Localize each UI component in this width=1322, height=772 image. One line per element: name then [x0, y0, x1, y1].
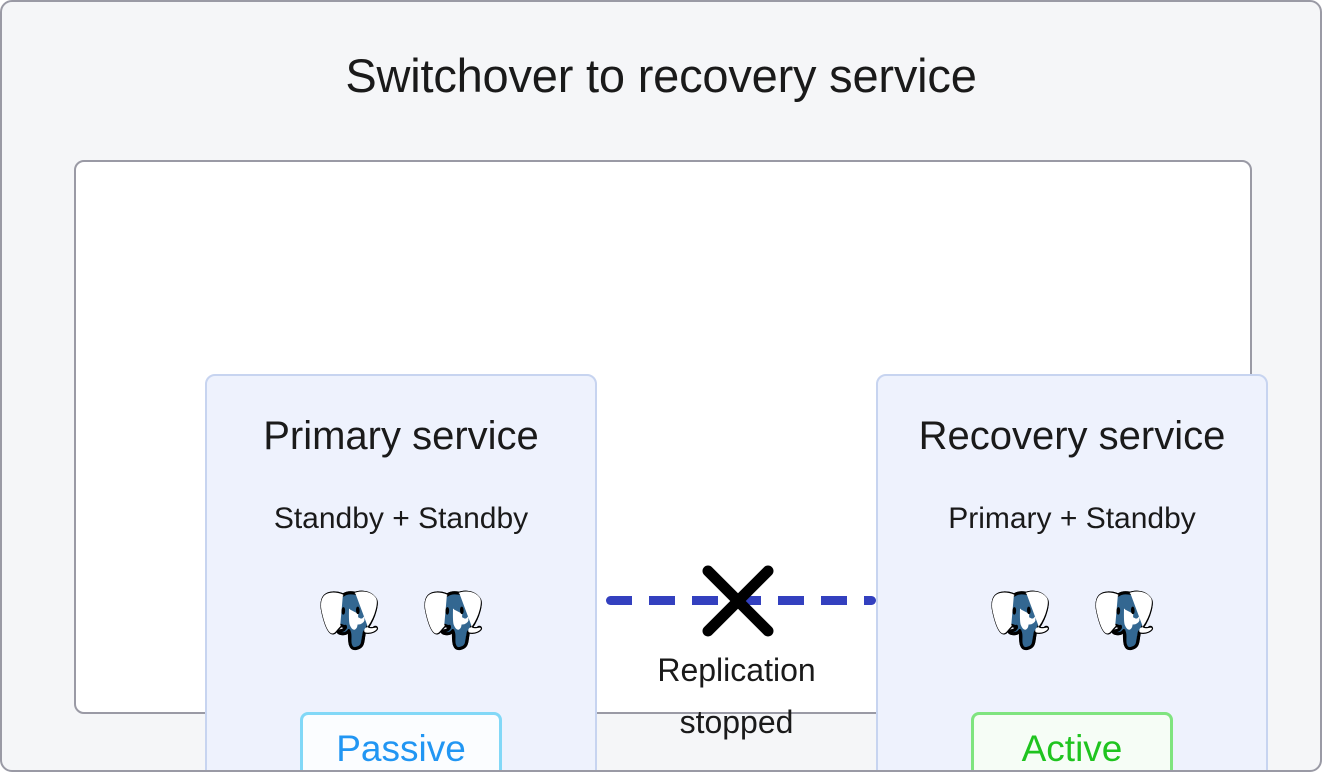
service-subtitle: Primary + Standby: [948, 502, 1196, 535]
replication-link: Replication stopped: [597, 374, 876, 770]
replication-label-line1: Replication: [657, 652, 816, 688]
service-subtitle: Standby + Standby: [273, 502, 529, 535]
service-title: Primary service: [263, 414, 539, 458]
status-badge-passive[interactable]: Passive: [300, 712, 502, 770]
status-badge-active[interactable]: Active: [971, 712, 1173, 770]
diagram-card: Primary service Standby + Standby: [74, 160, 1268, 770]
postgresql-elephant-icon: [320, 590, 379, 651]
postgresql-elephant-icon: [424, 590, 483, 651]
node-row: [878, 584, 1266, 654]
replication-label-line2: stopped: [679, 703, 794, 740]
cross-x-icon: [702, 565, 774, 637]
service-box-recovery[interactable]: Recovery service Primary + Standby: [876, 374, 1268, 770]
page-title: Switchover to recovery service: [345, 49, 977, 102]
service-title: Recovery service: [918, 414, 1226, 458]
replication-status-label: Replication stopped: [597, 645, 876, 749]
postgresql-elephant-icon: [991, 590, 1050, 651]
node-row: [207, 584, 595, 654]
postgresql-elephant-icon: [1095, 590, 1154, 651]
service-box-primary[interactable]: Primary service Standby + Standby: [205, 374, 597, 770]
